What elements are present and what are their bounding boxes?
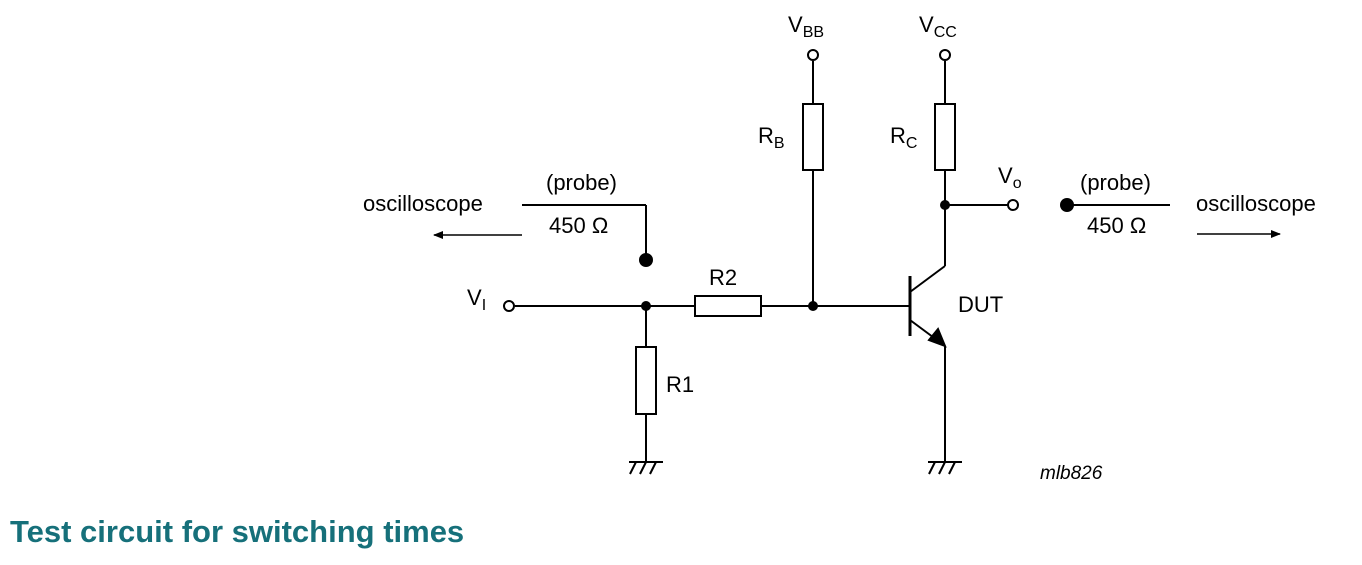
label-oscilloscope-left: oscilloscope	[363, 191, 483, 216]
junction-dot	[940, 200, 950, 210]
label-rb: RB	[758, 123, 785, 152]
terminal-vbb	[807, 49, 819, 61]
label-oscilloscope-right: oscilloscope	[1196, 191, 1316, 216]
terminal-vi	[503, 300, 515, 312]
transistor-collector-lead	[909, 265, 946, 293]
junctions	[639, 198, 1074, 311]
wires	[515, 61, 1170, 462]
junction-dot	[641, 301, 651, 311]
label-ohm-right: 450 Ω	[1087, 213, 1146, 238]
label-vo: Vo	[998, 163, 1022, 192]
terminals	[503, 49, 1019, 312]
terminal-vcc	[939, 49, 951, 61]
junction-dot	[808, 301, 818, 311]
resistor-rb	[802, 103, 824, 171]
circuit-schematic: VBB VCC RB RC Vo VI R1 R2 DUT (probe) 45…	[363, 12, 1316, 484]
probe-tip-dot	[639, 253, 653, 267]
label-dut: DUT	[958, 292, 1003, 317]
resistor-r2	[694, 295, 762, 317]
label-ohm-left: 450 Ω	[549, 213, 608, 238]
label-vbb: VBB	[788, 12, 824, 41]
label-vi: VI	[467, 285, 486, 314]
terminal-vo	[1007, 199, 1019, 211]
resistors	[635, 103, 956, 415]
probe-tip-dot	[1060, 198, 1074, 212]
emitter-arrow-icon	[927, 327, 947, 348]
label-vcc: VCC	[919, 12, 957, 41]
transistor-dut	[908, 265, 947, 348]
label-probe-right: (probe)	[1080, 170, 1151, 195]
resistor-r1	[635, 346, 657, 415]
ground-r1-icon	[629, 461, 663, 475]
ground-emitter-icon	[928, 461, 962, 475]
figure-code: mlb826	[1040, 463, 1103, 484]
resistor-rc	[934, 103, 956, 171]
figure-caption: Test circuit for switching times	[10, 514, 465, 549]
label-probe-left: (probe)	[546, 170, 617, 195]
label-r1: R1	[666, 372, 694, 397]
label-r2: R2	[709, 265, 737, 290]
label-rc: RC	[890, 123, 917, 152]
